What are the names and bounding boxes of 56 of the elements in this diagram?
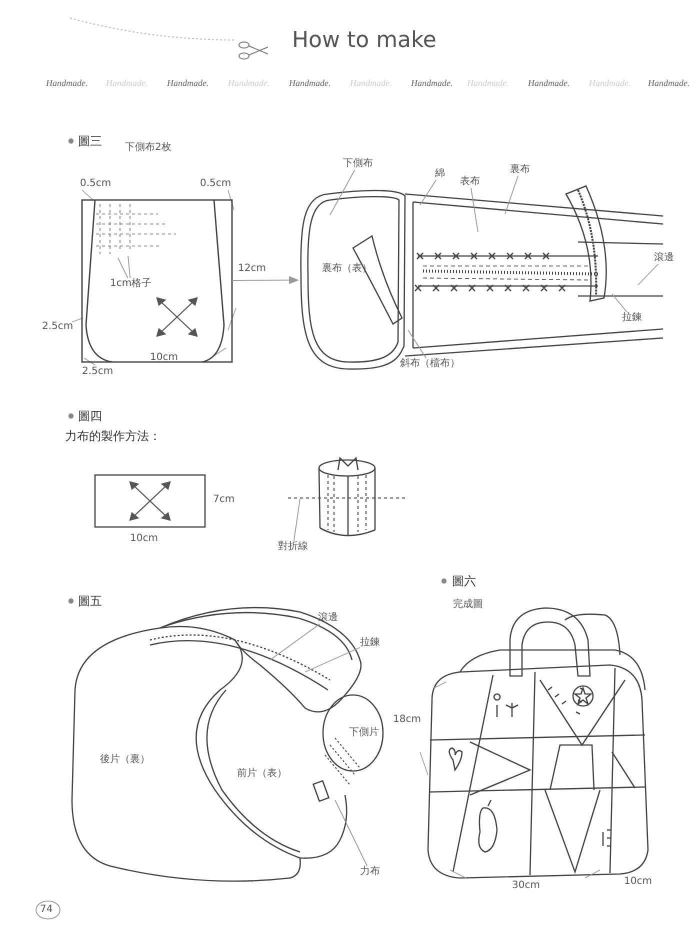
handmade-text: Handmade. — [528, 77, 570, 89]
handmade-text: Handmade. — [289, 77, 331, 89]
handmade-text: Handmade. — [648, 77, 690, 89]
dimension-label: 0.5cm — [80, 178, 112, 190]
dimension-label: 10cm — [624, 876, 652, 888]
leader-line — [118, 258, 128, 278]
part-label: 滾邊 — [318, 612, 338, 624]
leader-line — [330, 170, 356, 216]
leader-line — [408, 330, 427, 358]
handmade-text: Handmade. — [46, 77, 88, 89]
caption: 完成圖 — [453, 599, 483, 611]
part-label: 斜布（檔布） — [400, 358, 460, 370]
part-label: 前片（表） — [237, 768, 287, 780]
figure-label: 圖四 — [78, 409, 102, 423]
part-label: 綿 — [435, 168, 445, 180]
part-label: 滾邊 — [654, 252, 674, 264]
leader-line — [420, 180, 437, 206]
dimension-label: 2.5cm — [42, 321, 74, 333]
part-label: 後片（裏） — [100, 754, 150, 766]
leader-line — [638, 264, 659, 286]
instruction-text: 力布的製作方法： — [65, 429, 161, 443]
part-label: 裏布（表） — [322, 263, 372, 275]
dimension-label: 2.5cm — [82, 366, 114, 378]
part-label: 裏布 — [510, 164, 530, 176]
part-label: 對折線 — [278, 541, 308, 553]
handmade-text: Handmade. — [411, 77, 453, 89]
leader-line — [304, 647, 360, 672]
figure-label: 圖五 — [78, 594, 102, 608]
part-label: 下側布 — [343, 158, 373, 170]
leader-line — [293, 498, 300, 542]
dimension-label: 18cm — [393, 714, 421, 726]
arrow — [232, 276, 299, 284]
part-label: 力布 — [360, 866, 380, 878]
leader-line — [504, 176, 518, 214]
figure-label: 圖六 — [452, 574, 476, 588]
leader-line — [334, 800, 368, 866]
dimension-label: 0.5cm — [200, 178, 232, 190]
page-number: 74 — [40, 904, 53, 916]
part-label: 拉鍊 — [360, 637, 380, 649]
leader-line — [128, 256, 131, 278]
heading-title: How to make — [292, 28, 436, 54]
dimension-label: 7cm — [213, 494, 235, 506]
leader-line — [470, 188, 478, 232]
figure-label: 圖三 — [78, 134, 102, 148]
dimension-label: 30cm — [512, 880, 540, 892]
part-label: 拉鍊 — [622, 312, 642, 324]
dimension-label: 10cm — [150, 352, 178, 364]
leader-line — [270, 624, 320, 660]
part-label: 1cm格子 — [110, 278, 152, 290]
handmade-text: Handmade. — [167, 77, 209, 89]
dimension-label: 10cm — [130, 533, 158, 545]
caption: 下側布2枚 — [125, 142, 172, 154]
dimension-label: 12cm — [238, 263, 266, 275]
part-label: 表布 — [460, 176, 480, 188]
leader-line — [612, 294, 628, 312]
part-label: 下側片 — [349, 727, 379, 739]
